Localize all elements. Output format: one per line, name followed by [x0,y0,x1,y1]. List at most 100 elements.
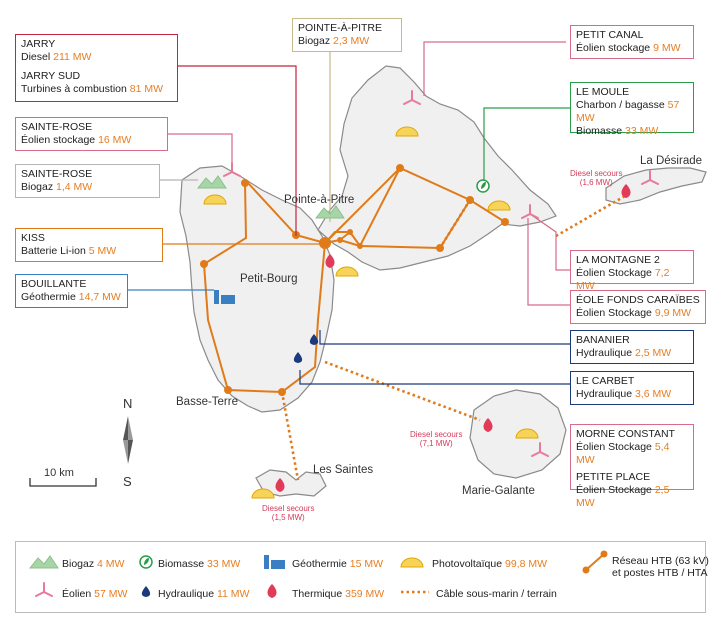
box-le-carbet: LE CARBET Hydraulique 3,6 MW [570,371,694,405]
box-value: 7,2 MW [576,267,670,292]
box-bouillante: BOUILLANTE Géothermie 14,7 MW [15,274,128,308]
legend-label: Biogaz [62,558,95,570]
legend-hydro: Hydraulique 11 MW [158,588,249,600]
legend-value: 99,8 MW [504,558,547,570]
legend-label: Réseau HTB (63 kV) [612,555,709,567]
leader-jarry [178,65,297,236]
station [501,218,509,226]
box-title: PETITE PLACE [576,471,651,483]
box-petit-canal: PETIT CANAL Éolien stockage 9 MW [570,25,694,59]
legend-label: Câble sous-marin / terrain [436,588,557,600]
box-value: 9,9 MW [654,307,691,319]
biomass-leaf [481,182,486,189]
legend-cable: Câble sous-marin / terrain [436,588,557,600]
box-bananier: BANANIER Hydraulique 2,5 MW [570,330,694,364]
box-title: JARRY [21,38,56,50]
box-value: 16 MW [98,134,132,146]
box-le-moule: LE MOULE Charbon / bagasse 57 MW Biomass… [570,82,694,137]
network-line-east [324,166,506,244]
legend-network-icon [582,550,608,574]
legend-value: 4 MW [97,558,125,570]
box-type: Éolien stockage [576,42,651,54]
box-sainte-rose-eolien: SAINTE-ROSE Éolien stockage 16 MW [15,117,168,151]
box-type: Biogaz [21,181,54,193]
box-value: 14,7 MW [78,291,121,303]
box-value: 5 MW [88,245,117,257]
legend-label: et postes HTB / HTA [612,567,708,579]
legend-thermal-icon [267,584,277,598]
hydro-icon [293,352,303,363]
biomass-site [476,179,490,193]
legend-biomass-icon [139,555,153,569]
place-petit-bourg: Petit-Bourg [240,273,298,285]
box-type: Hydraulique [576,388,633,400]
box-title: LE MOULE [576,86,630,98]
station [347,229,353,235]
box-type: Diesel [21,51,51,63]
place-basse-terre: Basse-Terre [176,396,238,408]
box-type: Turbines à combustion [21,83,127,95]
box-type: Éolien Stockage [576,484,652,496]
legend-wind-icon [35,582,53,597]
submarine-cables [280,194,626,481]
thermal-icon [325,254,335,268]
box-sainte-rose-biogaz: SAINTE-ROSE Biogaz 1,4 MW [15,164,160,198]
leader-le-carbet [299,370,570,385]
hydro-plants [293,334,319,363]
compass-north: N [123,396,133,411]
box-title: SAINTE-ROSE [21,121,93,133]
legend-hydro-icon [141,586,151,597]
diesel-note-value: (7,1 MW) [419,439,453,448]
scale-bar-line [29,478,97,487]
legend-label: Géothermie [292,558,347,570]
diesel-note-value: (1,5 MW) [271,513,305,522]
solar-icon [203,194,227,205]
legend-biogas-icon [28,555,59,569]
biogas-icon [196,175,227,189]
biogas-icon [314,205,345,219]
leader-la-montagne [529,213,570,271]
legend-network: Réseau HTB (63 kV) et postes HTB / HTA [612,555,709,579]
wind-icon [531,442,549,457]
solar-icon [395,126,419,137]
compass-north-half-2 [128,416,133,440]
box-value: 2,5 MW [634,347,672,359]
legend: Biogaz 4 MW Biomasse 33 MW Géothermie 15… [15,541,709,613]
leader-lines [128,41,570,385]
geothermal-plant [221,295,235,304]
compass-south: S [123,474,132,489]
box-type: Charbon / bagasse [576,99,665,111]
box-type: Géothermie [21,291,76,303]
les-saintes-island [255,469,327,497]
station [319,237,331,249]
wind-icon [403,90,421,105]
geothermal-icon [214,290,219,304]
solar-icon [251,488,275,499]
station [241,179,249,187]
box-title: BOUILLANTE [21,278,87,290]
legend-label: Photovoltaïque [432,558,503,570]
box-type: Biogaz [298,35,331,47]
box-title: JARRY SUD [21,70,81,82]
compass-north-half [123,416,128,440]
legend-icons [28,550,608,598]
hydro-icon [309,334,319,345]
compass-south-half-2 [128,440,133,464]
la-desirade-island [605,167,707,205]
thermal-icon [621,184,631,198]
leader-sainte-rose-1 [168,133,233,166]
box-type: Batterie Li-ion [21,245,86,257]
legend-value: 57 MW [94,588,128,600]
diesel-note-title: Diesel secours [570,169,623,178]
box-value: 33 MW [625,125,659,137]
scale-label: 10 km [44,467,74,479]
legend-biogas: Biogaz 4 MW [62,558,124,570]
legend-solar: Photovoltaïque 99,8 MW [432,558,547,570]
diesel-note-title: Diesel secours [410,430,463,439]
station [396,164,404,172]
cable-desirade [555,194,626,238]
place-marie-galante: Marie-Galante [462,485,535,497]
station [357,243,363,249]
leader-petit-canal [423,41,566,96]
box-la-montagne: LA MONTAGNE 2 Éolien Stockage 7,2 MW [570,250,694,292]
